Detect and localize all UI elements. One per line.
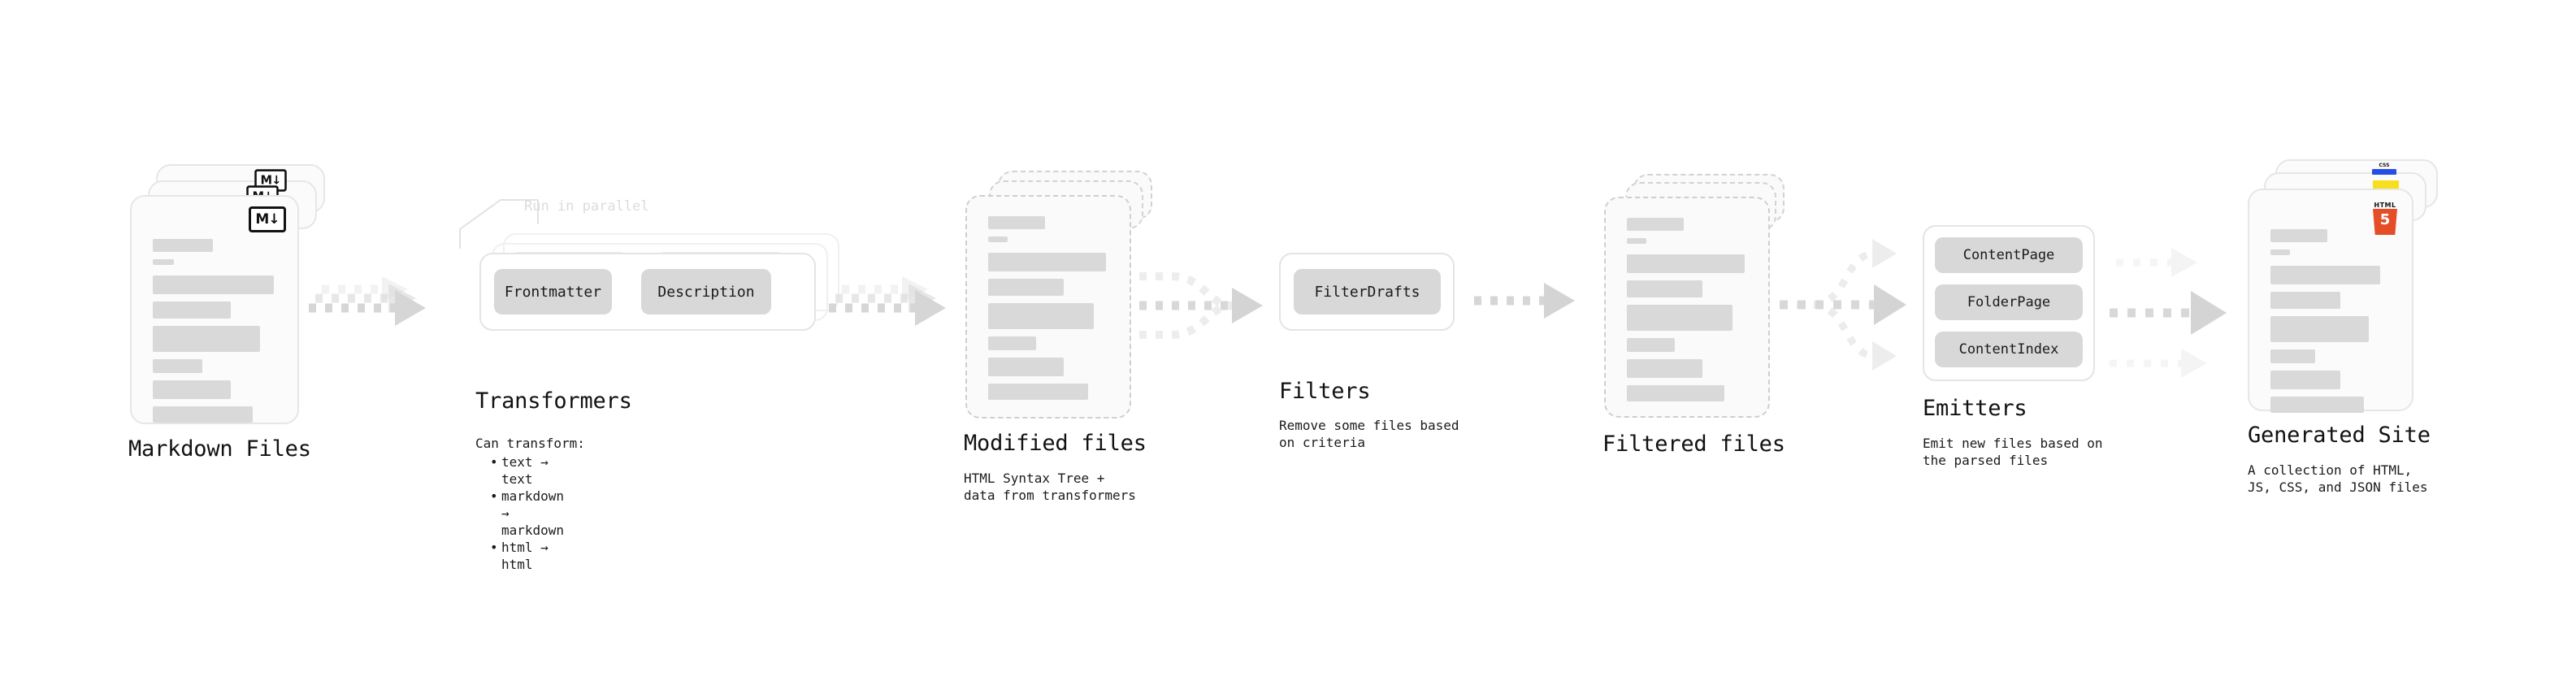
run-in-parallel-bracket: [459, 199, 539, 249]
emitters-description: Emit new files based on the parsed files: [1923, 436, 2103, 468]
emitter-pill-contentpage[interactable]: ContentPage: [1935, 237, 2083, 273]
markdown-files-title: Markdown Files: [128, 436, 311, 462]
connector-filtered-to-emitters: [1778, 236, 1924, 374]
transformer-pill-frontmatter[interactable]: Frontmatter: [494, 269, 612, 314]
modified-card: [965, 195, 1131, 419]
filtered-card-skeleton: [1627, 218, 1747, 409]
run-in-parallel-label: Run in parallel: [524, 198, 649, 215]
filtered-files-title: Filtered files: [1602, 432, 1785, 457]
generated-site-description: A collection of HTML, JS, CSS, and JSON …: [2248, 462, 2428, 495]
modified-files-title: Modified files: [964, 431, 1147, 456]
emitter-pill-folderpage[interactable]: FolderPage: [1935, 284, 2083, 320]
html5-icon-label: HTML: [2374, 202, 2396, 209]
transformers-title: Transformers: [475, 388, 632, 414]
css3-icon: CSS: [2372, 163, 2396, 175]
modified-card-skeleton: [988, 216, 1108, 407]
filter-pill-filterdrafts[interactable]: FilterDrafts: [1294, 269, 1441, 314]
connector-md-to-transformers: [307, 268, 445, 349]
connector-filters-to-filtered: [1472, 283, 1594, 332]
transformers-description: Can transform:: [475, 436, 585, 451]
markdown-card-skeleton: [153, 239, 276, 430]
connector-transformers-to-modified: [827, 268, 965, 349]
emitters-title: Emitters: [1923, 396, 2027, 421]
filters-description: Remove some files based on criteria: [1279, 418, 1459, 450]
markdown-card: M↓: [130, 195, 299, 424]
markdown-icon: M↓: [249, 206, 286, 232]
transformers-bullet-2: html → html: [490, 539, 564, 573]
transformers-bullet-0: text → text: [490, 453, 564, 488]
site-card-skeleton: [2270, 229, 2391, 420]
filtered-card: [1604, 197, 1770, 418]
transformers-bullet-1: markdown → markdown: [490, 488, 564, 539]
generated-site-title: Generated Site: [2248, 423, 2431, 448]
transformer-pill-description[interactable]: Description: [641, 269, 771, 314]
emitter-pill-contentindex[interactable]: ContentIndex: [1935, 332, 2083, 367]
modified-files-description: HTML Syntax Tree + data from transformer…: [964, 471, 1136, 503]
connector-emitters-to-site: [2108, 236, 2262, 382]
html5-icon: HTML 5: [2371, 202, 2399, 235]
site-card: HTML 5: [2248, 189, 2413, 413]
transformers-bullet-list: text → text markdown → markdown html → h…: [488, 453, 564, 573]
filters-title: Filters: [1279, 379, 1371, 404]
connector-modified-to-filters: [1138, 262, 1276, 351]
html5-icon-shield: 5: [2373, 209, 2397, 235]
